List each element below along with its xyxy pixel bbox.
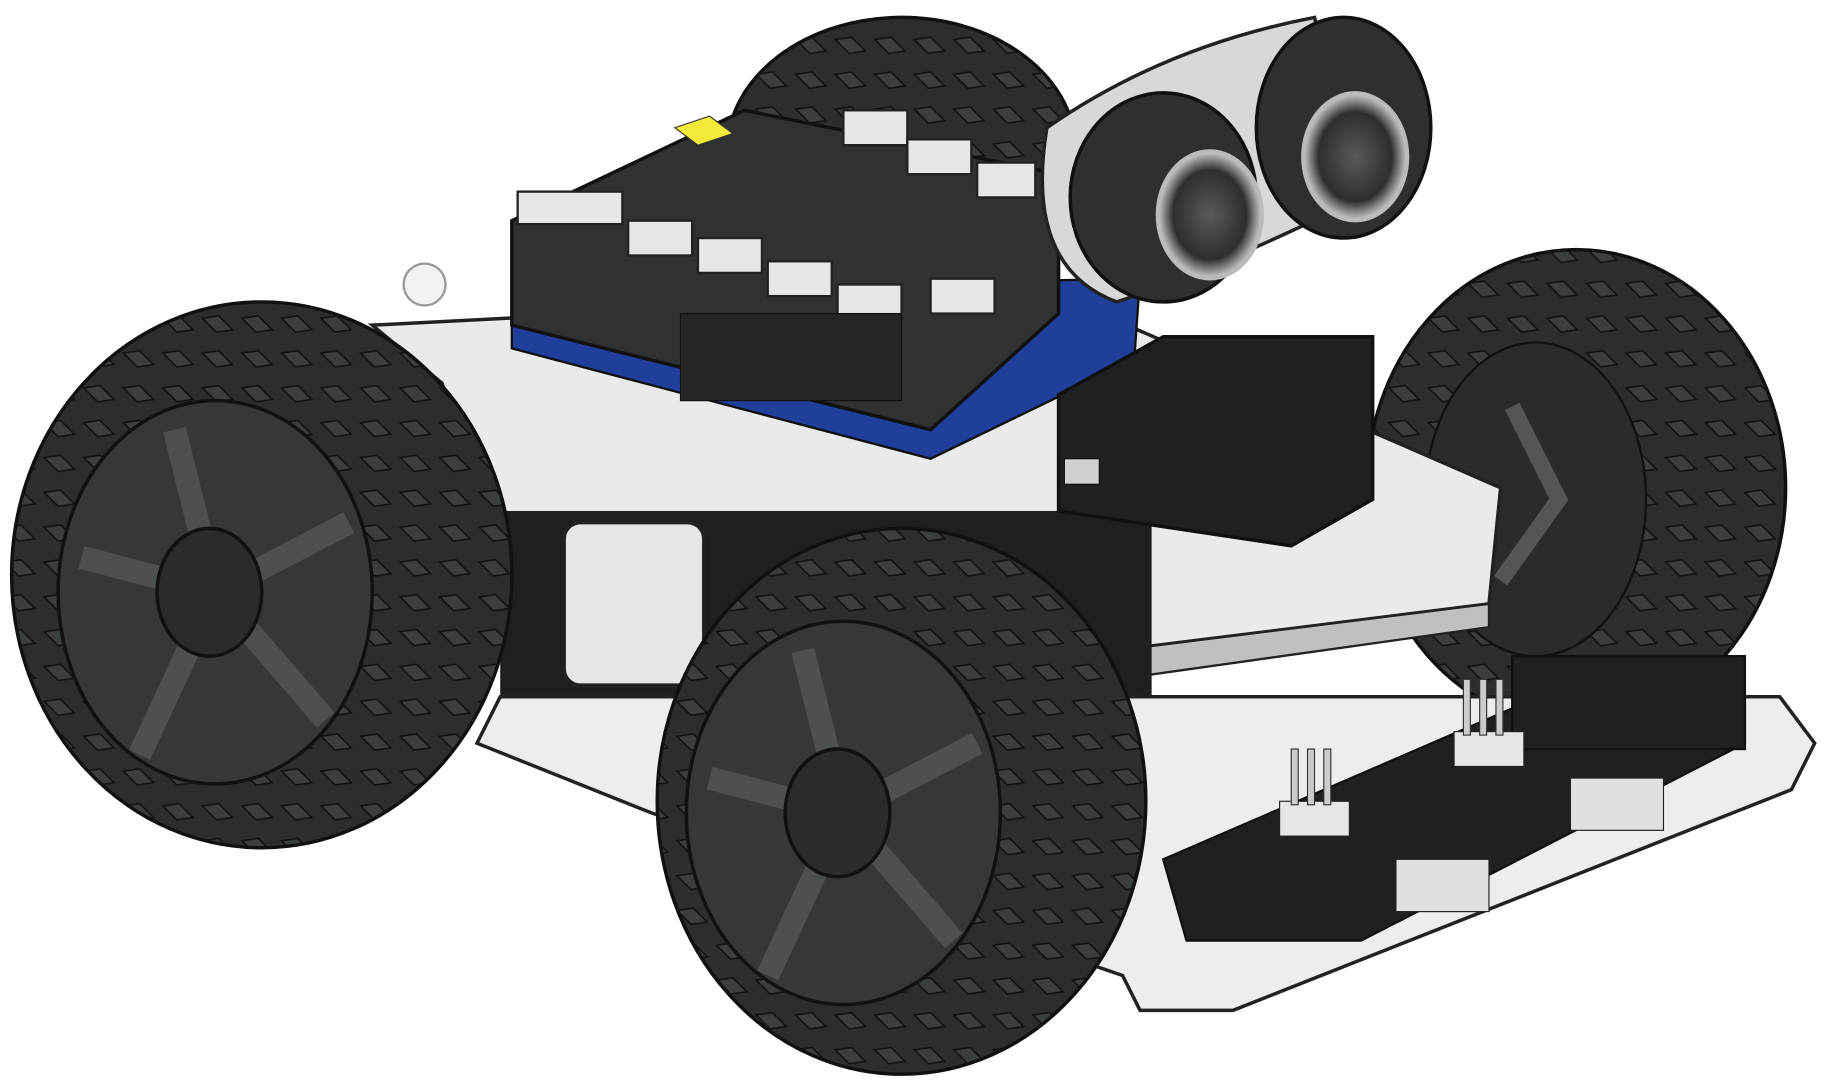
caster-ball bbox=[404, 264, 446, 306]
hub bbox=[157, 528, 262, 656]
line-sensor-right bbox=[1570, 778, 1663, 830]
wheel-front-left bbox=[12, 302, 512, 848]
servo bbox=[1059, 337, 1373, 546]
wheel-front-right bbox=[657, 528, 1146, 1074]
hub bbox=[785, 749, 890, 877]
header-socket bbox=[681, 314, 902, 401]
motor bbox=[564, 523, 704, 686]
line-sensor-left bbox=[1396, 859, 1489, 911]
ultrasonic-sensor bbox=[1042, 17, 1431, 302]
